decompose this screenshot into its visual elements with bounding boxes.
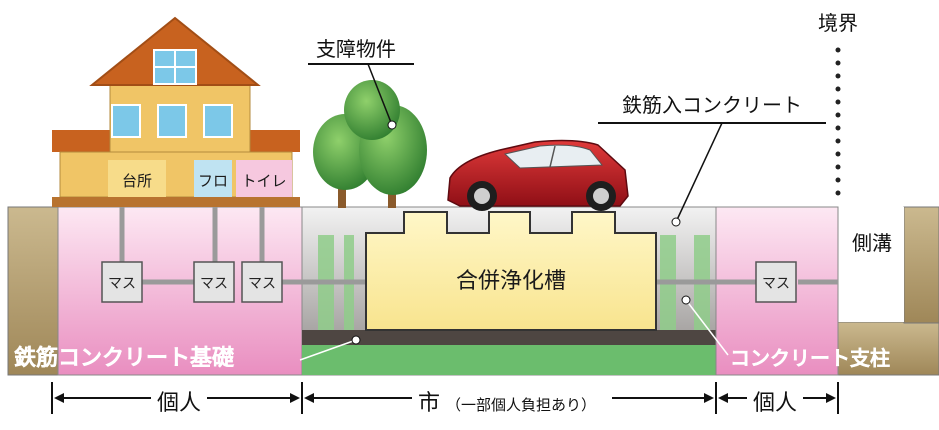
dimension-left-label: 個人 <box>157 391 201 416</box>
side-ditch-label: 側溝 <box>852 231 892 255</box>
rebar-concrete-label: 鉄筋入コンクリート <box>622 93 802 117</box>
kitchen-label: 台所 <box>122 172 152 190</box>
bath-label: フロ <box>198 172 228 190</box>
dimension-middle-note: （一部個人負担あり） <box>446 396 596 414</box>
car <box>447 139 629 211</box>
masu-label: マス <box>762 276 790 292</box>
callout-obstruction: 支障物件 <box>308 37 414 130</box>
concrete-pillar-label: コンクリート支柱 <box>730 346 890 370</box>
rebar-foundation-label: 鉄筋コンクリート基礎 <box>14 345 235 371</box>
dimension-right-label: 個人 <box>753 391 797 416</box>
side-ditch <box>837 207 904 375</box>
bath-room <box>194 160 232 197</box>
masu-boxes: マス マス マス マス <box>101 261 797 303</box>
boundary-label: 境界 <box>818 11 858 35</box>
house: 台所 フロ トイレ <box>52 16 300 207</box>
ground <box>7 206 939 376</box>
obstruction-label: 支障物件 <box>316 37 396 61</box>
callout-foundation: 鉄筋コンクリート基礎 <box>14 335 361 371</box>
septic-tank-label: 合併浄化槽 <box>456 269 566 294</box>
callout-rebar-concrete: 鉄筋入コンクリート <box>598 93 826 227</box>
masu-box: マス <box>193 261 235 303</box>
kitchen-room <box>108 160 166 197</box>
trees <box>313 80 427 208</box>
drain-pipes <box>119 207 838 285</box>
toilet-room <box>236 160 292 197</box>
masu-label: マス <box>108 276 136 292</box>
toilet-label: トイレ <box>241 172 286 190</box>
masu-box: マス <box>241 261 283 303</box>
dimension-middle-main: 市 <box>418 391 440 416</box>
masu-label: マス <box>248 276 276 292</box>
septic-tank: 合併浄化槽 <box>365 211 657 331</box>
boundary-line <box>835 47 841 196</box>
callout-pillar: コンクリート支柱 <box>681 295 890 370</box>
masu-box: マス <box>101 261 143 303</box>
dimension-middle-label: 市 （一部個人負担あり） <box>418 391 596 416</box>
masu-label: マス <box>200 276 228 292</box>
masu-box: マス <box>755 261 797 303</box>
